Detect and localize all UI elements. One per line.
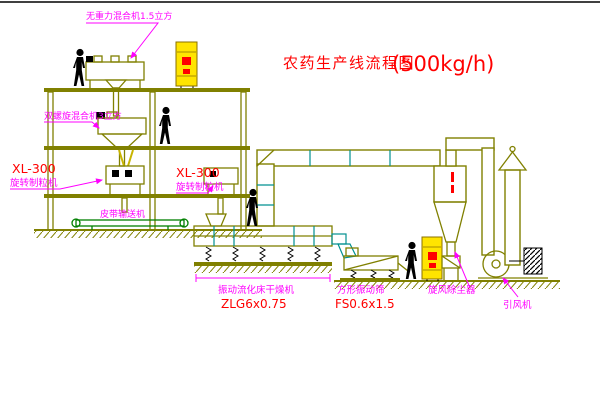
dryer-dimension-line (195, 274, 331, 282)
cyclone-separator (433, 137, 495, 281)
mixer2-motor (96, 112, 105, 119)
label-granulator-left-model: XL-300 (12, 161, 56, 176)
page-title: 农药生产线流程图 (283, 54, 415, 72)
label-dryer-name: 振动流化床干燥机 (218, 284, 295, 296)
panel-indicator (183, 69, 190, 74)
fan-motor (523, 247, 543, 275)
mixer-motor (86, 56, 93, 62)
ground-right (334, 280, 560, 289)
belt-conveyor (71, 218, 189, 230)
exhaust-ductwork (256, 149, 441, 227)
label-granulator-right-name: 旋转制粒机 (176, 181, 224, 193)
platform-structure (34, 88, 262, 238)
cyclone-marking (451, 185, 454, 193)
label-granulator-right-model: XL-300 (176, 165, 220, 180)
label-screen-model: FS0.6x1.5 (335, 297, 395, 311)
panel-indicator (182, 57, 191, 65)
label-belt-conveyor: 皮带输送机 (100, 208, 145, 220)
person-silhouette (159, 106, 171, 144)
label-granulator-left-name: 旋转制粒机 (10, 177, 58, 189)
vibrating-screen (331, 233, 409, 281)
leader-lines (10, 22, 519, 298)
stack-cap (497, 150, 528, 171)
cyclone-marking (451, 172, 454, 182)
ground-hatch-dryer (194, 266, 332, 273)
ground-hatch-left (34, 230, 262, 238)
page-title-capacity: (500kg/h) (392, 52, 494, 76)
screen-springs (349, 269, 395, 279)
gravity-mixer (85, 55, 145, 117)
label-cyclone: 旋风除尘器 (428, 284, 476, 296)
person-silhouette (73, 48, 85, 86)
label-dryer-model: ZLG6x0.75 (221, 297, 287, 311)
granulator-left (105, 149, 145, 213)
induced-draft-fan (478, 145, 548, 279)
dryer-springs (205, 246, 321, 262)
label-screen-name: 方形振动筛 (337, 284, 385, 296)
control-panel-upper (175, 41, 198, 88)
panel-indicator (428, 252, 437, 260)
exhaust-stack (504, 169, 521, 266)
panel-indicator (429, 263, 436, 268)
label-screw-mixer: 双螺旋混合机3立方 (44, 110, 122, 122)
label-gravity-mixer: 无重力混合机1.5立方 (86, 10, 172, 22)
person-silhouette (405, 241, 417, 279)
control-panel-lower (421, 236, 443, 281)
label-fan: 引风机 (503, 299, 532, 311)
